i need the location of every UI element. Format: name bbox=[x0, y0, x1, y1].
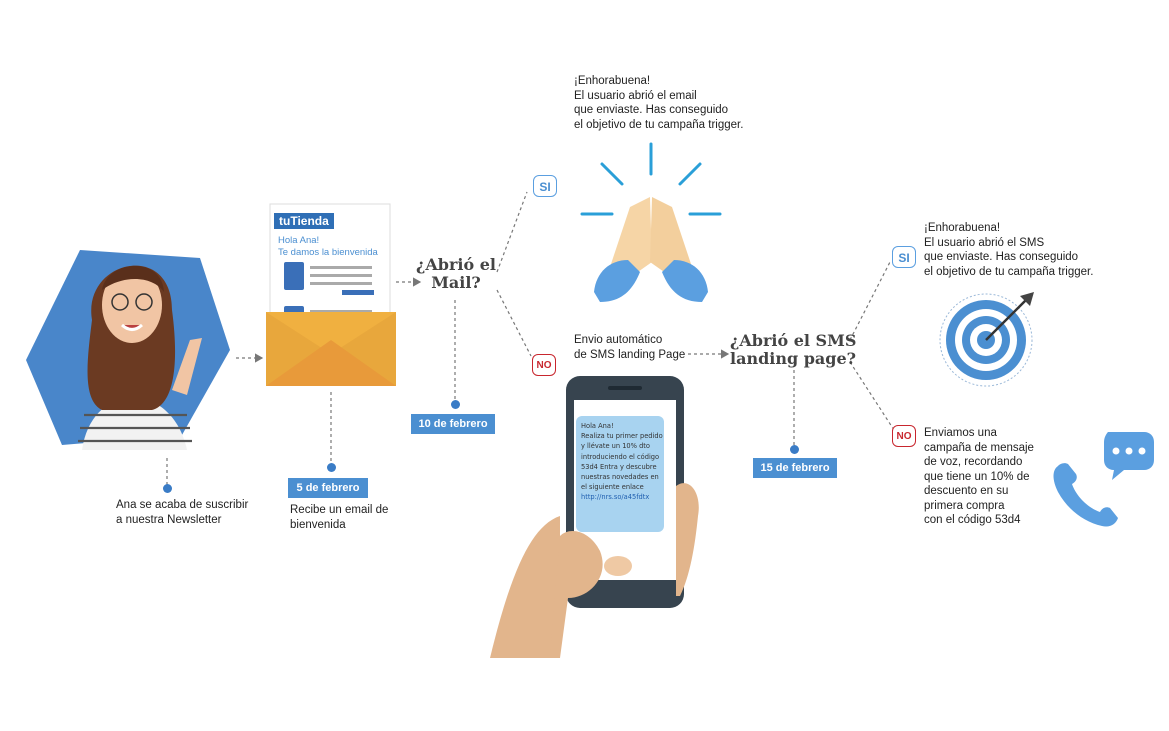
sms-line1: Hola Ana! bbox=[581, 421, 614, 430]
phone-illustration: Hola Ana! Realiza tu primer pedido y llé… bbox=[490, 376, 720, 658]
email-caption-line1: Recibe un email de bbox=[290, 504, 389, 516]
voice-line7: con el código 53d4 bbox=[924, 514, 1021, 526]
success-mail-line3: que enviaste. Has conseguido bbox=[574, 104, 729, 116]
sms-line4: introduciendo el código bbox=[581, 451, 660, 461]
subscriber-caption: Ana se acaba de suscribir a nuestra News… bbox=[116, 498, 248, 527]
decision-sms-question-line1: ¿Abrió el SMS bbox=[730, 331, 857, 350]
subscriber-illustration bbox=[22, 230, 234, 462]
email-date-badge: 5 de febrero bbox=[288, 478, 368, 498]
voice-campaign-text: Enviamos una campaña de mensaje de voz, … bbox=[924, 426, 1034, 528]
decision-mail-question: ¿Abrió el Mail? bbox=[416, 256, 496, 292]
success-mail-line1: ¡Enhorabuena! bbox=[574, 75, 651, 87]
sms-send-text: Envio automático de SMS landing Page bbox=[574, 333, 685, 362]
success-sms-text: ¡Enhorabuena! El usuario abrió el SMS qu… bbox=[924, 221, 1093, 279]
email-caption-line2: bienvenida bbox=[290, 518, 346, 531]
decision-mail-question-line1: ¿Abrió el bbox=[416, 255, 496, 274]
subscriber-timeline-dot bbox=[163, 484, 172, 493]
decision-sms-date-badge: 15 de febrero bbox=[753, 458, 837, 478]
sms-line7: el siguiente enlace bbox=[581, 482, 644, 492]
decision-sms-no-badge: NO bbox=[892, 425, 916, 447]
voice-line5: descuento en su bbox=[924, 485, 1009, 497]
subscriber-caption-line2: a nuestra Newsletter bbox=[116, 513, 222, 526]
decision-mail-date-badge: 10 de febrero bbox=[411, 414, 495, 434]
sms-send-line2: de SMS landing Page bbox=[574, 348, 686, 361]
voice-line1: Enviamos una bbox=[924, 427, 997, 439]
voice-line6: primera compra bbox=[924, 499, 1005, 512]
sms-bubble bbox=[576, 416, 664, 532]
decision-sms-question: ¿Abrió el SMS landing page? bbox=[730, 331, 857, 368]
target-icon bbox=[934, 290, 1040, 390]
success-mail-line4: el objetivo de tu campaña trigger. bbox=[574, 118, 744, 131]
welcome-email-illustration: tuTienda Hola Ana! Te damos la bienvenid… bbox=[264, 202, 398, 386]
success-sms-line4: el objetivo de tu campaña trigger. bbox=[924, 265, 1094, 278]
sms-message: Hola Ana! Realiza tu primer pedido y llé… bbox=[581, 421, 663, 503]
high-five-icon bbox=[580, 142, 722, 307]
voice-line3: de voz, recordando bbox=[924, 456, 1023, 468]
decision-mail-timeline-dot bbox=[451, 400, 460, 409]
decision-sms-yes-badge: SI bbox=[892, 246, 916, 268]
decision-sms-question-line2: landing page? bbox=[730, 349, 857, 368]
email-brand-logo: tuTienda bbox=[274, 213, 334, 229]
sms-line2: Realiza tu primer pedido bbox=[581, 431, 663, 441]
decision-mail-question-line2: Mail? bbox=[431, 273, 481, 292]
email-timeline-dot bbox=[327, 463, 336, 472]
voice-line2: campaña de mensaje bbox=[924, 441, 1034, 454]
phone-call-icon bbox=[1050, 426, 1154, 528]
decision-mail-yes-badge: SI bbox=[533, 175, 557, 197]
sms-link[interactable]: http://nrs.so/a45fdtx bbox=[581, 492, 650, 502]
success-sms-line3: que enviaste. Has conseguido bbox=[924, 251, 1079, 263]
subscriber-caption-line1: Ana se acaba de suscribir bbox=[116, 499, 249, 511]
email-greeting: Hola Ana! bbox=[278, 235, 320, 246]
success-sms-line2: El usuario abrió el SMS bbox=[924, 236, 1045, 249]
decision-sms-timeline-dot bbox=[790, 445, 799, 454]
sms-line5: 53d4 Entra y descubre bbox=[581, 461, 657, 471]
success-mail-line2: El usuario abrió el email bbox=[574, 89, 697, 102]
success-mail-text: ¡Enhorabuena! El usuario abrió el email … bbox=[574, 74, 743, 132]
success-sms-line1: ¡Enhorabuena! bbox=[924, 222, 1001, 234]
sms-send-line1: Envio automático bbox=[574, 334, 663, 346]
sms-line3: y llévate un 10% dto bbox=[581, 441, 650, 451]
email-welcome-text: Te damos la bienvenida bbox=[278, 247, 378, 258]
decision-mail-no-badge: NO bbox=[532, 354, 556, 376]
voice-line4: que tiene un 10% de bbox=[924, 470, 1030, 483]
sms-line6: nuestras novedades en bbox=[581, 472, 659, 482]
email-caption: Recibe un email de bienvenida bbox=[290, 503, 388, 532]
